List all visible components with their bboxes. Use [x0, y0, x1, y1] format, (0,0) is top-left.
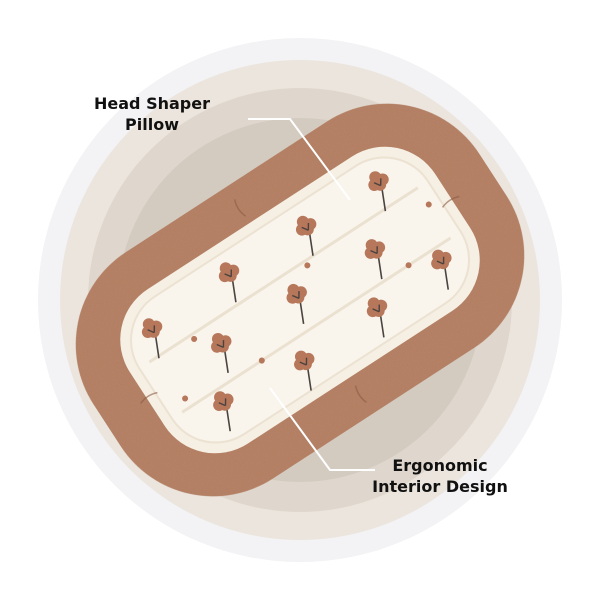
head-shaper-label-line2: Pillow	[125, 115, 179, 134]
ergonomic-leader-line	[269, 387, 375, 471]
ergonomic-label-line2: Interior Design	[372, 477, 508, 496]
ergonomic-interior-design-label: Ergonomic Interior Design	[360, 455, 520, 497]
head-shaper-pillow-label: Head Shaper Pillow	[92, 93, 212, 135]
ergonomic-label-line1: Ergonomic	[392, 456, 488, 475]
head-shaper-leader-line	[248, 118, 351, 201]
head-shaper-label-line1: Head Shaper	[94, 94, 210, 113]
